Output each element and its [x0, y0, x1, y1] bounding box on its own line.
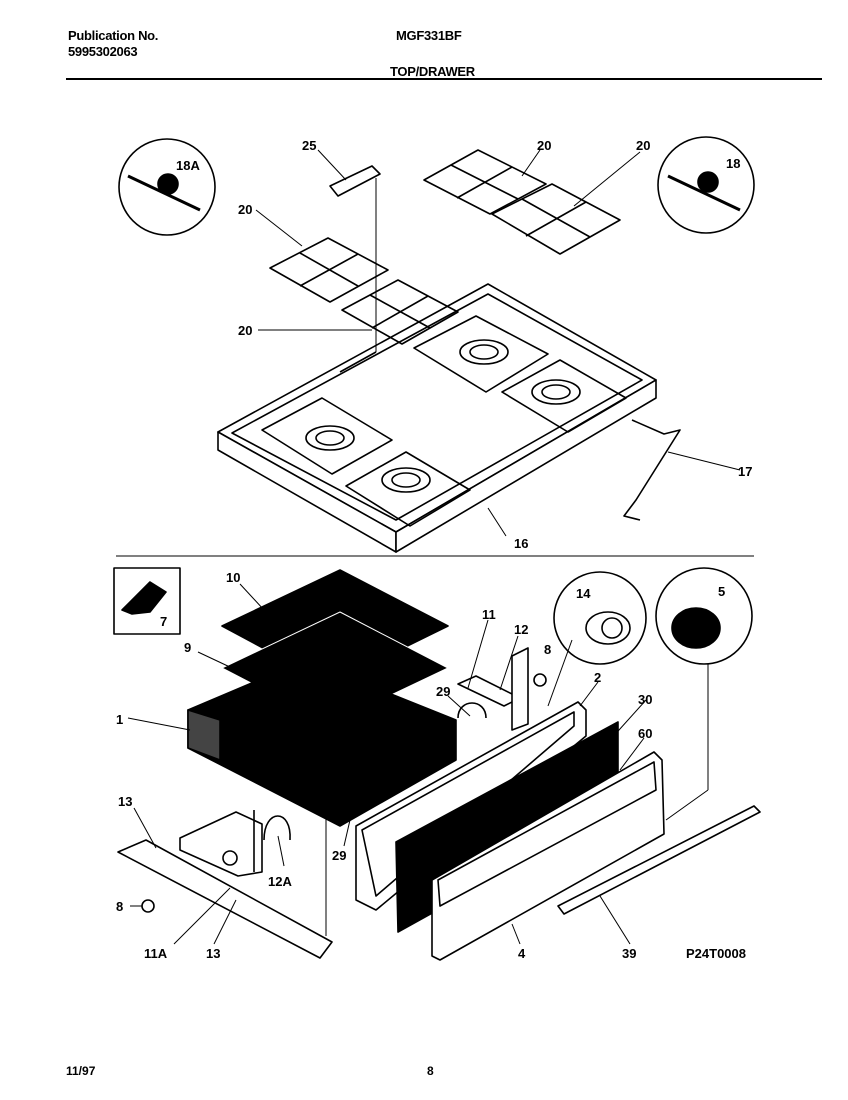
model-number: MGF331BF	[396, 28, 462, 43]
callout-7: 7	[160, 614, 167, 629]
section-title: TOP/DRAWER	[390, 64, 475, 79]
callout-9: 9	[184, 640, 191, 655]
leader-lines-top	[255, 149, 741, 537]
callout-8-lower: 8	[116, 899, 123, 914]
callout-29-upper: 29	[436, 684, 450, 699]
callout-17: 17	[738, 464, 752, 479]
part-13-rail	[117, 810, 333, 959]
part-4-drawer-front	[431, 751, 665, 961]
part-11-bracket	[457, 675, 521, 707]
callout-11a: 11A	[144, 946, 168, 961]
grate-left-front	[341, 279, 459, 345]
cooktop-main-top	[217, 283, 657, 553]
part-8-screw-upper	[533, 673, 547, 687]
callout-60: 60	[638, 726, 652, 741]
callout-29-lower: 29	[332, 848, 346, 863]
detail-18a	[118, 138, 216, 236]
grate-right-front	[491, 183, 621, 255]
detail-18	[657, 136, 755, 234]
footer-date: 11/97	[66, 1064, 96, 1078]
part-25-clip	[329, 165, 381, 352]
publication-number: 5995302063	[68, 44, 138, 59]
page-number: 8	[427, 1064, 434, 1078]
part-1-drawer-body	[187, 659, 457, 827]
callout-20-right-front: 20	[636, 138, 650, 153]
drawing-id: P24T0008	[686, 946, 746, 961]
callout-14: 14	[576, 586, 591, 601]
part-8-screw-lower	[141, 899, 155, 913]
part-39-trim	[557, 805, 761, 915]
callout-20-right-rear: 20	[537, 138, 551, 153]
callout-8-upper: 8	[544, 642, 551, 657]
callout-18: 18	[726, 156, 740, 171]
callout-11: 11	[482, 607, 496, 622]
header-rule	[66, 78, 822, 80]
detail-5	[655, 567, 753, 665]
callout-13-upper: 13	[118, 794, 132, 809]
detail-14	[553, 571, 647, 665]
grate-left-rear	[269, 237, 389, 303]
callout-12a: 12A	[268, 874, 292, 889]
callout-4: 4	[518, 946, 526, 961]
callout-20-left-rear: 20	[238, 202, 252, 217]
callout-13-lower: 13	[206, 946, 220, 961]
callout-12: 12	[514, 622, 528, 637]
callout-16: 16	[514, 536, 528, 551]
callout-39: 39	[622, 946, 636, 961]
part-12-bracket	[511, 647, 529, 731]
callout-1: 1	[116, 712, 123, 727]
part-17-rod	[623, 419, 681, 521]
publication-label: Publication No.	[68, 28, 159, 43]
grate-right-rear	[423, 149, 547, 215]
callout-2: 2	[594, 670, 601, 685]
leader-lines-bottom	[127, 583, 709, 945]
part-12a-clip	[263, 815, 291, 841]
detail-7	[113, 567, 181, 635]
callout-10: 10	[226, 570, 240, 585]
callout-18a: 18A	[176, 158, 200, 173]
part-29-clip-upper	[457, 702, 487, 719]
callout-20-left-front: 20	[238, 323, 252, 338]
callout-5: 5	[718, 584, 725, 599]
callout-25: 25	[302, 138, 316, 153]
callout-30: 30	[638, 692, 652, 707]
